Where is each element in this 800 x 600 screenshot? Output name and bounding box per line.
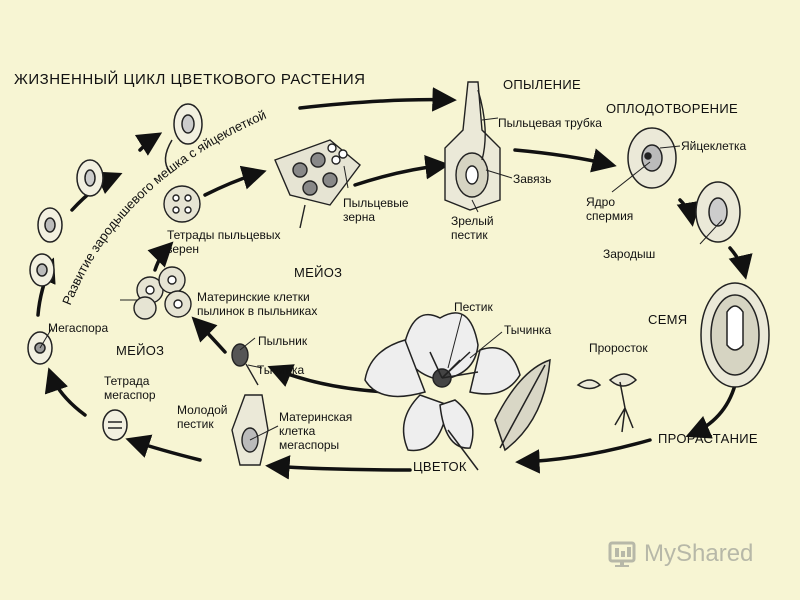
label-embryo: Зародыш xyxy=(603,247,656,261)
arrow-tetrad-to-megaspore xyxy=(44,367,87,417)
arrow-germination-to-flower xyxy=(515,438,652,474)
leader-lines xyxy=(39,117,723,441)
arrow-flower-to-young-pistil xyxy=(265,455,412,480)
watermark: MyShared xyxy=(608,537,753,571)
stage-flower: ЦВЕТОК xyxy=(413,459,467,474)
diagram-title: ЖИЗНЕННЫЙ ЦИКЛ ЦВЕТКОВОГО РАСТЕНИЯ xyxy=(14,71,366,88)
arrow-embryo-to-seed xyxy=(728,246,753,280)
seed-and-embryo-illustrations xyxy=(576,127,770,433)
label-mature-pistil: Зрелый пестик xyxy=(451,214,494,242)
flower-illustration xyxy=(364,312,551,471)
arrow-anther-to-mother-cells xyxy=(191,316,227,354)
arrow-fertilization-to-embryo xyxy=(676,198,701,227)
label-stamen-left: Тычинка xyxy=(257,363,305,377)
ovule-sequence-left xyxy=(27,103,203,441)
label-megaspore-mother-cell: Материнская клетка мегаспоры xyxy=(279,410,353,452)
label-egg-cell: Яйцеклетка xyxy=(681,139,747,153)
label-ovary: Завязь xyxy=(513,172,552,186)
arrow-grains-to-pistil xyxy=(353,154,450,187)
arrow-title-to-pollination xyxy=(298,87,457,112)
myshared-logo-icon xyxy=(608,541,636,567)
stage-germination: ПРОРАСТАНИЕ xyxy=(658,431,758,446)
label-anther: Пыльник xyxy=(258,334,308,348)
watermark-text: MyShared xyxy=(644,540,754,567)
stage-pollination: ОПЫЛЕНИЕ xyxy=(503,77,581,92)
pistil-illustrations xyxy=(231,81,501,466)
cycle-arrows xyxy=(33,87,753,480)
label-pollen-tetrads: Тетрады пыльцевых зерен xyxy=(167,228,281,256)
stage-meiosis-left: МЕЙОЗ xyxy=(116,343,165,358)
arrow-tetrads-to-anthers xyxy=(203,165,267,197)
label-pollen-mother-cells: Материнские клетки пылинок в пыльниках xyxy=(197,290,318,318)
stage-fertilization: ОПЛОДОТВОРЕНИЕ xyxy=(606,101,738,116)
label-megaspore: Мегаспора xyxy=(48,321,109,335)
label-megaspore-tetrad: Тетрада мегаспор xyxy=(104,374,156,402)
arrow-left-arc-top xyxy=(134,132,163,156)
pollen-illustrations xyxy=(133,139,361,320)
arrow-flower-to-anther xyxy=(267,364,387,394)
arrow-seed-to-germination xyxy=(685,383,737,439)
label-stamen-right: Тычинка xyxy=(504,323,552,337)
label-sprout: Проросток xyxy=(589,341,648,355)
stage-meiosis-top: МЕЙОЗ xyxy=(294,265,343,280)
arrow-pistil-to-tetrad xyxy=(125,434,202,462)
label-pollen-grains: Пыльцевые зерна xyxy=(343,196,409,224)
arrow-mother-cells-to-tetrads xyxy=(147,241,174,272)
stage-seed: СЕМЯ xyxy=(648,312,688,327)
label-pollen-tube: Пыльцевая трубка xyxy=(498,116,602,130)
label-pistil: Пестик xyxy=(454,300,493,314)
label-young-pistil: Молодой пестик xyxy=(177,403,228,431)
label-sperm-nucleus: Ядро спермия xyxy=(586,195,634,223)
arrow-pollination-to-fertilization xyxy=(513,148,617,173)
